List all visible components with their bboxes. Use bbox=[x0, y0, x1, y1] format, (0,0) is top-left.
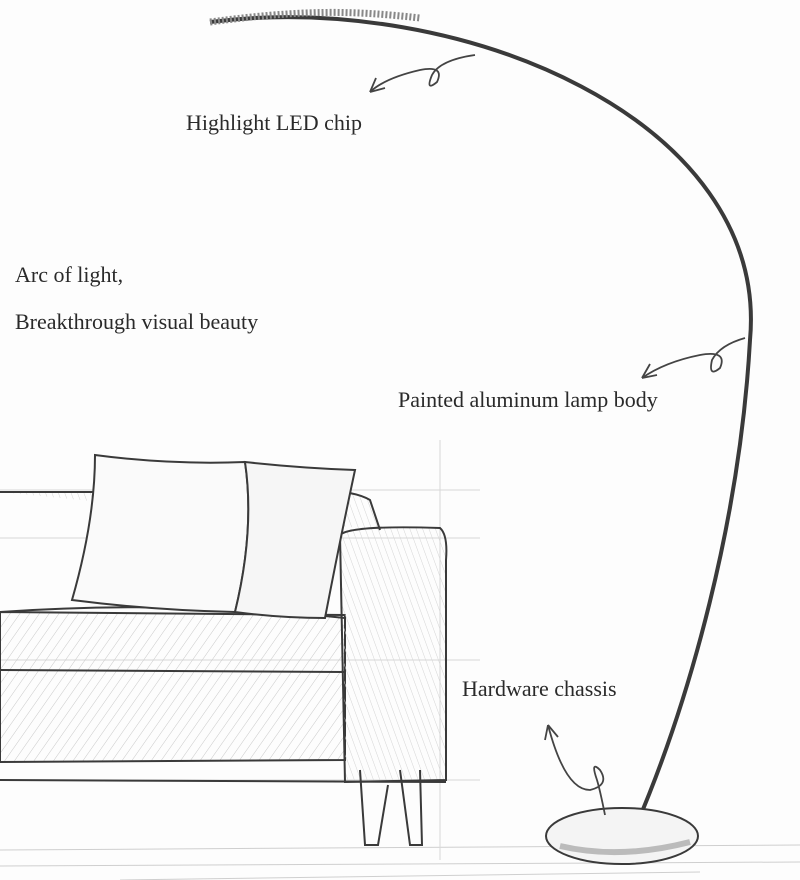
lamp-arc bbox=[209, 15, 753, 827]
lamp bbox=[209, 8, 753, 865]
arrow-body bbox=[641, 337, 746, 379]
sofa bbox=[0, 453, 448, 846]
arrow-chassis bbox=[547, 724, 606, 816]
label-led-chip: Highlight LED chip bbox=[186, 110, 362, 135]
tagline-line-1: Arc of light, bbox=[15, 262, 124, 287]
tagline-line-2: Breakthrough visual beauty bbox=[15, 309, 259, 334]
label-chassis: Hardware chassis bbox=[462, 676, 617, 701]
arrow-led bbox=[369, 54, 476, 93]
label-lamp-body: Painted aluminum lamp body bbox=[398, 387, 658, 412]
lamp-base bbox=[545, 807, 699, 865]
callout-arrows bbox=[369, 54, 746, 816]
